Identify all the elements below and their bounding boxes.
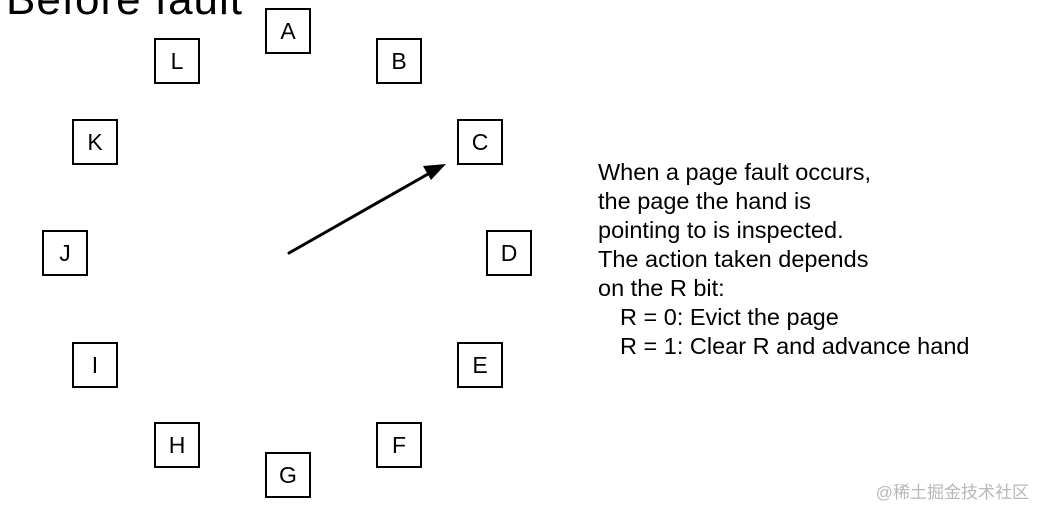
page-label: E (472, 351, 488, 378)
explanation-line: on the R bit: (598, 275, 725, 301)
watermark: @稀土掘金技术社区 (875, 483, 1029, 502)
page-label: B (391, 47, 407, 74)
page-label: F (391, 431, 407, 458)
clock-hand-shaft (287, 172, 430, 255)
page-label: A (280, 17, 296, 44)
clock-hand-arrowhead-icon (423, 164, 446, 180)
rule-line-r0: R = 0: Evict the page (620, 304, 839, 330)
page-label: K (87, 128, 103, 155)
page-label: J (59, 239, 71, 266)
page-label: H (168, 431, 186, 458)
page-box-d: D (486, 230, 532, 276)
page-box-k: K (72, 119, 118, 165)
algorithm-explanation: When a page fault occurs, the page the h… (598, 158, 969, 361)
explanation-line: When a page fault occurs, (598, 159, 872, 185)
page-box-f: F (376, 422, 422, 468)
page-box-j: J (42, 230, 88, 276)
page-label: D (500, 239, 518, 266)
page-box-i: I (72, 342, 118, 388)
page-box-c: C (457, 119, 503, 165)
page-box-b: B (376, 38, 422, 84)
page-label: I (91, 351, 99, 378)
page-box-l: L (154, 38, 200, 84)
page-label: G (279, 461, 297, 488)
page-box-a: A (265, 8, 311, 54)
page-label: C (471, 128, 489, 155)
page-label: L (170, 47, 184, 74)
page-box-g: G (265, 452, 311, 498)
diagram-heading: Before fault (6, 0, 243, 22)
rule-line-r1: R = 1: Clear R and advance hand (620, 333, 970, 359)
explanation-line: The action taken depends (598, 246, 869, 272)
explanation-line: pointing to is inspected. (598, 217, 844, 243)
page-box-e: E (457, 342, 503, 388)
explanation-line: the page the hand is (598, 188, 811, 214)
page-box-h: H (154, 422, 200, 468)
